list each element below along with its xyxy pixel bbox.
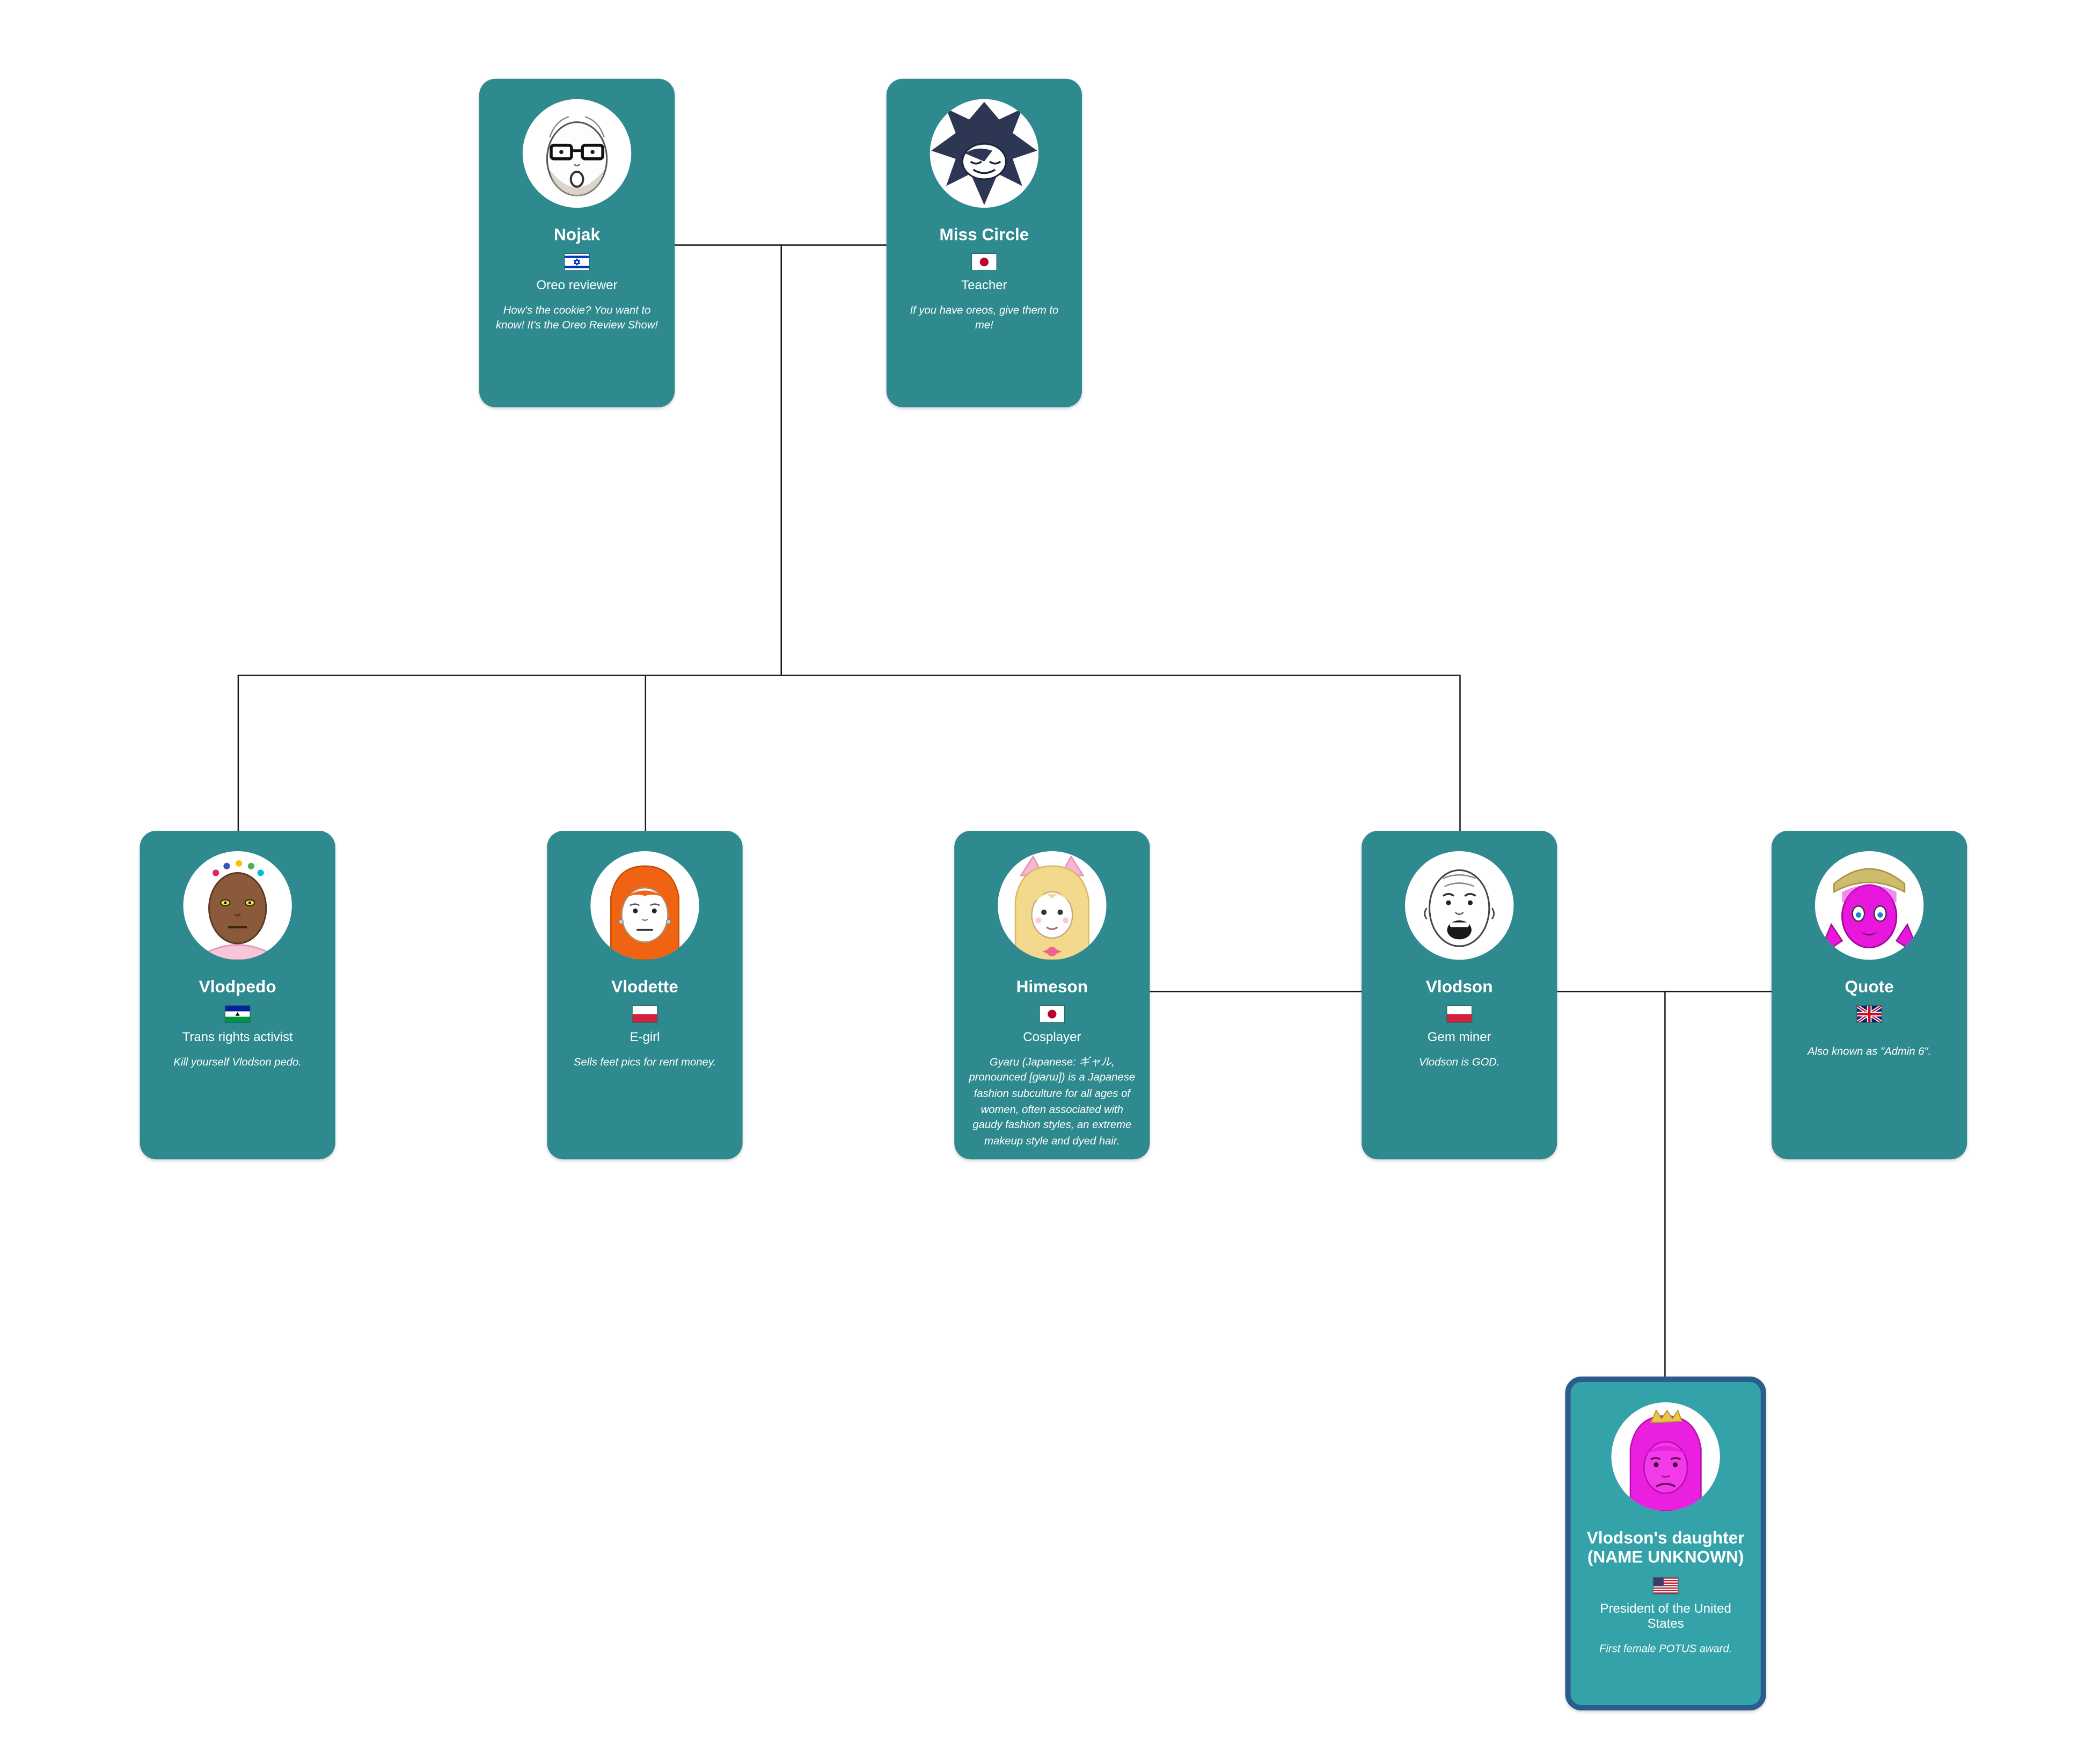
person-quote: Also known as "Admin 6". [1807, 1045, 1931, 1058]
person-quote: How's the cookie? You want to know! It's… [496, 304, 658, 332]
couple-line-himeson-vlodson [1150, 991, 1362, 993]
person-role [1772, 1031, 1967, 1036]
drop-line-vlodpedo [237, 675, 239, 831]
person-name: Quote [1845, 977, 1894, 997]
flag-japan-icon [1040, 1006, 1065, 1023]
himeson-avatar-icon [998, 851, 1107, 960]
person-role: E-girl [630, 1030, 660, 1046]
flag-lesotho-icon [225, 1006, 250, 1023]
person-quote: Kill yourself Vlodson pedo. [173, 1056, 302, 1069]
children-horizontal-line [237, 675, 1460, 677]
drop-line-daughter [1664, 991, 1666, 1379]
parents-descent-line [780, 244, 782, 675]
flag-poland-icon [632, 1006, 657, 1023]
person-quote: Gyaru (Japanese: ギャル, pronounced [ɡʲaɾɯ]… [969, 1056, 1136, 1147]
drop-line-vlodette [645, 675, 647, 831]
person-quote: First female POTUS award. [1599, 1642, 1732, 1655]
person-role: Cosplayer [1023, 1030, 1081, 1046]
person-quote: Sells feet pics for rent money. [573, 1056, 716, 1069]
person-name: Himeson [1016, 977, 1088, 997]
person-card-nojak[interactable]: Nojak Oreo reviewer How's the cookie? Yo… [479, 78, 675, 407]
vlodson-avatar-icon [1405, 851, 1514, 960]
person-card-quote[interactable]: Quote Also known as "Admin 6". [1771, 831, 1967, 1160]
person-role: President of the United States [1600, 1601, 1731, 1632]
person-card-vlodsons-daughter[interactable]: Vlodson's daughter (NAME UNKNOWN) Presid… [1565, 1376, 1766, 1711]
person-role: Teacher [961, 279, 1007, 294]
flag-uk-icon [1857, 1006, 1882, 1023]
person-name: Nojak [553, 225, 601, 245]
flag-israel-icon [565, 254, 589, 271]
person-card-vlodpedo[interactable]: Vlodpedo Trans rights activist Kill your… [140, 831, 335, 1160]
person-card-vlodette[interactable]: Vlodette E-girl Sells feet pics for rent… [547, 831, 743, 1160]
quote-avatar-icon [1814, 851, 1924, 960]
vlodpedo-avatar-icon [183, 851, 292, 960]
daughter-avatar-icon [1611, 1402, 1720, 1511]
flag-us-icon [1653, 1577, 1678, 1594]
person-name: Vlodson's daughter (NAME UNKNOWN) [1586, 1528, 1745, 1567]
person-name: Vlodson [1425, 977, 1493, 997]
person-card-vlodson[interactable]: Vlodson Gem miner Vlodson is GOD. [1362, 831, 1557, 1160]
nojak-avatar-icon [522, 99, 632, 208]
flag-japan-icon [972, 254, 997, 271]
person-card-himeson[interactable]: Himeson Cosplayer Gyaru (Japanese: ギャル, … [954, 831, 1150, 1160]
person-quote: Vlodson is GOD. [1418, 1056, 1500, 1069]
person-role: Oreo reviewer [536, 279, 618, 294]
person-role: Trans rights activist [182, 1030, 293, 1046]
miss-circle-avatar-icon [930, 99, 1039, 208]
person-name: Vlodpedo [199, 977, 276, 997]
person-name: Vlodette [611, 977, 678, 997]
person-quote: If you have oreos, give them to me! [910, 304, 1059, 332]
person-name: Miss Circle [939, 225, 1029, 245]
person-role: Gem miner [1427, 1030, 1491, 1046]
drop-line-vlodson [1459, 675, 1461, 831]
person-card-miss-circle[interactable]: Miss Circle Teacher If you have oreos, g… [886, 78, 1082, 407]
vlodette-avatar-icon [590, 851, 699, 960]
flag-poland-icon [1447, 1006, 1472, 1023]
